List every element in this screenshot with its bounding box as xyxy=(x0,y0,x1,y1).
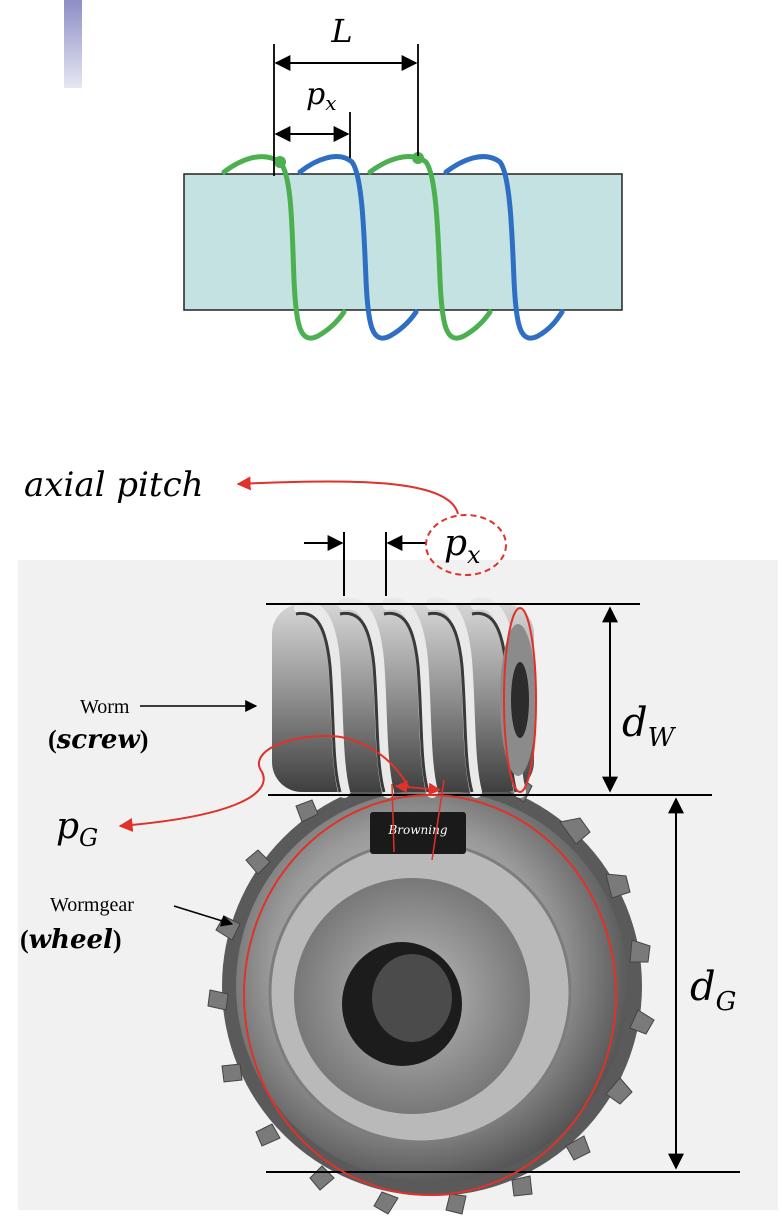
axial-pitch-symbol: px xyxy=(444,523,481,569)
axial-pitch-highlight xyxy=(425,514,507,576)
thread-green-1 xyxy=(221,154,347,341)
gear-diameter-symbol: dG xyxy=(690,964,736,1017)
wormgear-illustration: Browning xyxy=(207,759,655,1215)
circular-pitch-tick-left xyxy=(391,783,395,853)
axial-pitch-label: axial pitch xyxy=(24,465,204,505)
thread-blue-2 xyxy=(443,154,565,341)
circular-pitch-tick-right xyxy=(431,779,445,861)
circular-pitch-pointer xyxy=(118,734,409,832)
brand-label: Browning xyxy=(387,823,447,837)
wormgear-pointer xyxy=(173,905,234,927)
wormgear-alt-label: (wheel) xyxy=(20,925,122,955)
thread-blue-1 xyxy=(297,154,419,341)
wormgear-label: Wormgear xyxy=(50,894,134,916)
worm-alt-label: (screw) xyxy=(48,725,148,755)
screw-body xyxy=(183,173,623,311)
lead-end-point xyxy=(412,152,424,164)
worm-label: Worm xyxy=(80,696,130,718)
pitch-label: px xyxy=(306,77,337,115)
lead-start-point xyxy=(274,156,286,168)
worm-end-highlight xyxy=(503,607,537,793)
lead-label: L xyxy=(330,12,352,50)
thread-diagram: L px xyxy=(183,12,623,341)
axial-pitch-pointer xyxy=(236,476,459,515)
circular-pitch-symbol: pG xyxy=(56,806,98,852)
slide-accent-bar xyxy=(64,0,82,88)
worm-diameter-symbol: dW xyxy=(622,700,677,753)
circular-pitch-arrow xyxy=(394,780,442,796)
worm-illustration xyxy=(272,597,536,798)
worm-gear-photo-diagram: Browning xyxy=(18,465,778,1215)
